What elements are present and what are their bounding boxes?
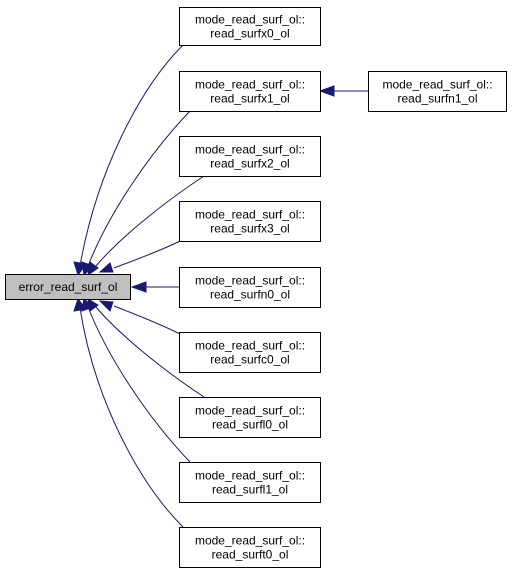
arrowhead-icon: [98, 300, 114, 312]
node-read_surfx3_ol[interactable]: mode_read_surf_ol::read_surfx3_ol: [179, 201, 321, 242]
node-box: [179, 136, 321, 177]
node-read_surft0_ol[interactable]: mode_read_surf_ol::read_surft0_ol: [179, 527, 321, 568]
node-box: [179, 201, 321, 242]
node-namespace-label: mode_read_surf_ol::: [195, 13, 305, 27]
node-read_surfl1_ol[interactable]: mode_read_surf_ol::read_surfl1_ol: [179, 462, 321, 503]
node-namespace-label: mode_read_surf_ol::: [195, 534, 305, 548]
node-function-label: error_read_surf_ol: [19, 280, 118, 294]
node-function-label: read_surfx1_ol: [210, 92, 289, 106]
node-box: [5, 274, 131, 300]
edges-layer: [73, 44, 368, 528]
node-namespace-label: mode_read_surf_ol::: [382, 78, 492, 92]
edge-line: [79, 44, 184, 267]
node-read_surfl0_ol[interactable]: mode_read_surf_ol::read_surfl0_ol: [179, 397, 321, 438]
node-namespace-label: mode_read_surf_ol::: [195, 78, 305, 92]
node-function-label: read_surfx0_ol: [210, 27, 289, 41]
edge-read_surfx2_ol-to-error_read_surf_ol: [87, 175, 205, 277]
node-function-label: read_surfl0_ol: [212, 418, 288, 432]
edge-read_surft0_ol-to-error_read_surf_ol: [73, 297, 184, 528]
node-box: [368, 71, 507, 112]
edge-read_surfn1_ol-to-read_surfx1_ol: [318, 85, 368, 97]
node-function-label: read_surft0_ol: [212, 548, 289, 562]
node-box: [179, 7, 321, 46]
edge-line: [95, 306, 205, 398]
node-function-label: read_surfx3_ol: [210, 222, 289, 236]
node-namespace-label: mode_read_surf_ol::: [195, 339, 305, 353]
node-box: [179, 71, 321, 112]
node-namespace-label: mode_read_surf_ol::: [195, 404, 305, 418]
arrowhead-icon: [318, 85, 335, 97]
arrowhead-icon: [130, 281, 147, 293]
node-function-label: read_surfn0_ol: [210, 288, 290, 302]
node-read_surfn1_ol[interactable]: mode_read_surf_ol::read_surfn1_ol: [368, 71, 507, 112]
node-function-label: read_surfl1_ol: [212, 483, 288, 497]
node-read_surfx0_ol[interactable]: mode_read_surf_ol::read_surfx0_ol: [179, 7, 321, 46]
edge-read_surfx3_ol-to-error_read_surf_ol: [98, 240, 181, 273]
edge-read_surfn0_ol-to-error_read_surf_ol: [130, 281, 179, 293]
arrowhead-icon: [98, 262, 114, 273]
edge-line: [87, 110, 191, 267]
nodes-layer: error_read_surf_olmode_read_surf_ol::rea…: [5, 7, 507, 568]
node-namespace-label: mode_read_surf_ol::: [195, 274, 305, 288]
node-read_surfx2_ol[interactable]: mode_read_surf_ol::read_surfx2_ol: [179, 136, 321, 177]
edge-line: [95, 175, 205, 267]
node-namespace-label: mode_read_surf_ol::: [195, 469, 305, 483]
node-box: [179, 267, 321, 308]
edge-line: [113, 240, 181, 269]
edge-read_surfx0_ol-to-error_read_surf_ol: [73, 44, 184, 277]
node-function-label: read_surfc0_ol: [210, 353, 289, 367]
edge-line: [113, 305, 181, 335]
node-box: [179, 397, 321, 438]
node-read_surfx1_ol[interactable]: mode_read_surf_ol::read_surfx1_ol: [179, 71, 321, 112]
edge-line: [87, 306, 191, 463]
node-function-label: read_surfn1_ol: [397, 92, 477, 106]
edge-read_surfc0_ol-to-error_read_surf_ol: [98, 300, 181, 335]
node-namespace-label: mode_read_surf_ol::: [195, 208, 305, 222]
arrowhead-icon: [87, 261, 99, 277]
node-box: [179, 462, 321, 503]
arrowhead-icon: [73, 297, 87, 312]
node-namespace-label: mode_read_surf_ol::: [195, 143, 305, 157]
node-box: [179, 332, 321, 373]
node-box: [179, 527, 321, 568]
edge-line: [79, 307, 184, 528]
node-read_surfc0_ol[interactable]: mode_read_surf_ol::read_surfc0_ol: [179, 332, 321, 373]
node-read_surfn0_ol[interactable]: mode_read_surf_ol::read_surfn0_ol: [179, 267, 321, 308]
node-error_read_surf_ol: error_read_surf_ol: [5, 274, 131, 300]
node-function-label: read_surfx2_ol: [210, 157, 289, 171]
